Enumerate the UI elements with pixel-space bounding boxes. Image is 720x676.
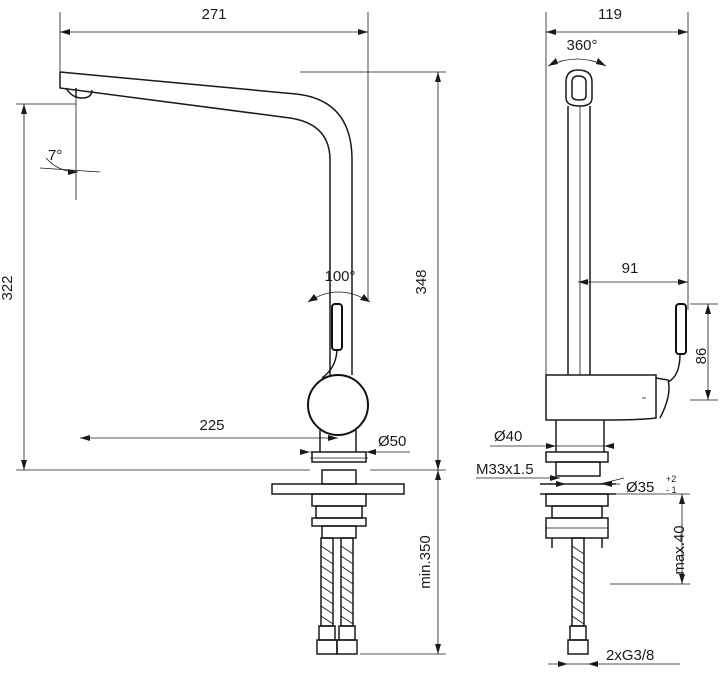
base-diameter-50: Ø50 — [300, 433, 410, 455]
front-view: 271 — [0, 6, 446, 655]
body-diameter-label: Ø40 — [494, 428, 522, 445]
connection-label: 2xG3/8 — [606, 647, 654, 664]
faucet-outline-side — [565, 69, 593, 375]
height-348-label: 348 — [413, 269, 430, 294]
hose-side — [567, 537, 589, 655]
height-dimension-322: 322 — [0, 103, 310, 471]
base-diameter-label: Ø50 — [378, 433, 406, 450]
side-width-dimension-119: 119 — [545, 6, 689, 375]
side-view: 119 360° 91 — [476, 6, 718, 667]
body-side — [545, 303, 687, 463]
height-322-label: 322 — [0, 275, 16, 300]
tolerance-plus: +2 — [666, 474, 676, 484]
mounting-assembly-front — [271, 469, 405, 539]
width-dimension-271: 271 — [59, 6, 369, 300]
hose-length-label: min.350 — [417, 535, 434, 588]
tolerance-minus: - 1 — [666, 485, 677, 495]
lever-offset-label: 91 — [622, 260, 639, 277]
body-circle — [307, 374, 369, 436]
rotation-label: 360° — [566, 37, 597, 54]
spout-angle-7: 7° — [39, 98, 101, 200]
thread-label: M33x1.5 — [476, 461, 534, 478]
hoses-front — [316, 537, 358, 655]
reach-dimension-225: 225 — [80, 417, 338, 441]
faucet-outline-front — [59, 71, 369, 463]
mounting-assembly-side — [540, 461, 616, 548]
body-diameter-40: Ø40 — [490, 428, 614, 449]
max-thickness-label: max.40 — [671, 525, 688, 574]
thread-callout: M33x1.5 — [476, 461, 560, 481]
hole-diameter-35: Ø35 +2 - 1 — [556, 474, 677, 496]
max-thickness-dimension: max.40 — [610, 493, 690, 585]
connection-callout: 2xG3/8 — [548, 647, 680, 667]
side-width-label: 119 — [598, 6, 622, 23]
height-dimension-348: 348 — [300, 71, 446, 471]
lever-angle-label: 100° — [324, 268, 355, 285]
lever-angle-100: 100° — [307, 268, 371, 303]
spout-angle-label: 7° — [48, 147, 62, 164]
width-label: 271 — [201, 6, 226, 23]
reach-label: 225 — [199, 417, 224, 434]
hole-diameter-label: Ø35 — [626, 479, 654, 496]
rotation-360: 360° — [547, 37, 607, 67]
lever-height-label: 86 — [693, 348, 710, 365]
lever-height-dimension-86: 86 — [690, 303, 718, 401]
hose-length-dimension: min.350 — [360, 470, 446, 655]
lever-offset-dimension-91: 91 — [578, 260, 688, 285]
